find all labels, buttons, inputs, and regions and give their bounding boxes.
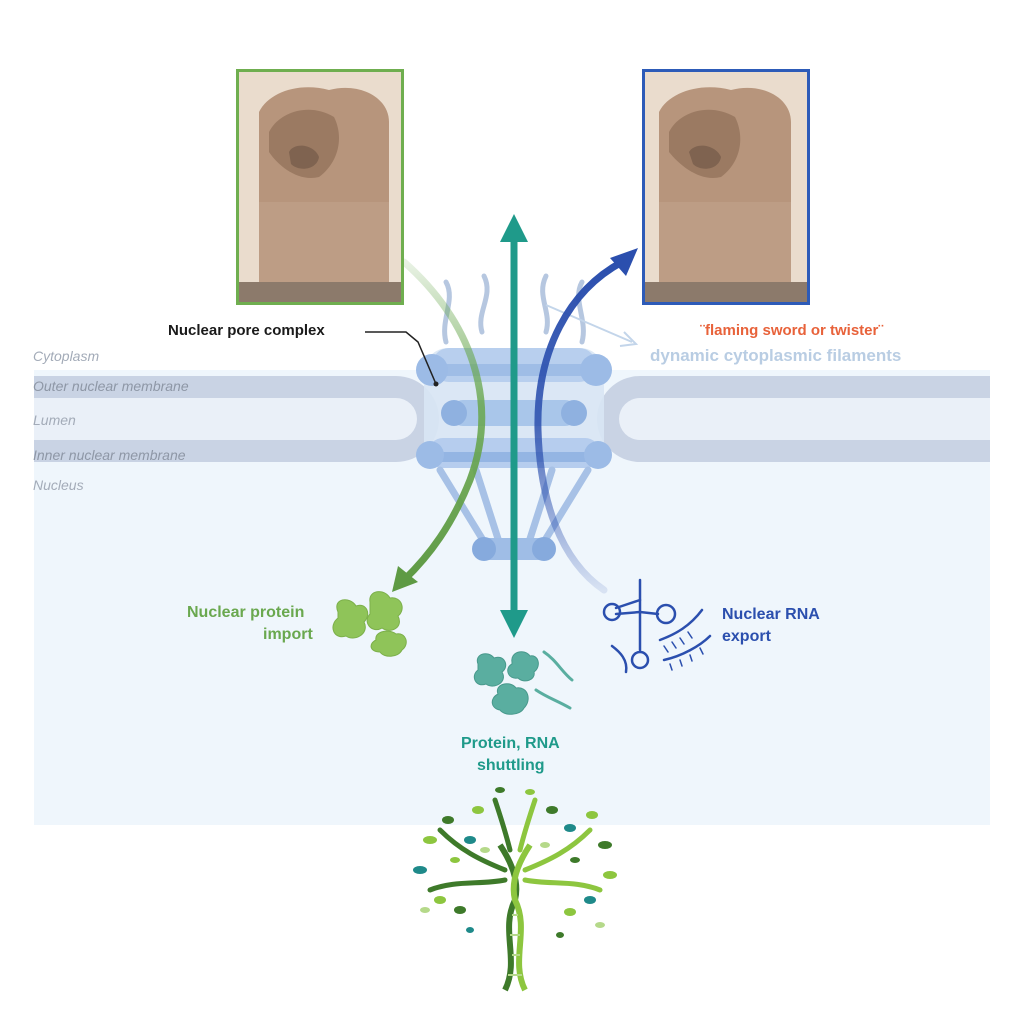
export-label-line2: export <box>722 628 771 645</box>
import-proteins-icon <box>332 591 407 657</box>
flaming-sword-label: ¨flaming sword or twister¨ <box>700 322 884 339</box>
lumen-label: Lumen <box>33 412 76 428</box>
export-arrow <box>534 248 638 594</box>
export-rna-icon <box>602 578 712 674</box>
cytoplasmic-filaments-label: dynamic cytoplasmic filaments <box>650 346 902 365</box>
left-membrane <box>34 376 439 462</box>
nuclear-pore-complex-label: Nuclear pore complex <box>168 322 325 339</box>
outer-membrane-label: Outer nuclear membrane <box>33 378 189 394</box>
right-membrane <box>597 376 990 462</box>
npc-callout-line <box>365 331 439 387</box>
sculpture-photo-right <box>642 69 810 305</box>
filaments-pointer <box>545 304 639 347</box>
sculpture-photo-left <box>236 69 404 305</box>
shuttling-arrow <box>500 214 528 638</box>
shuttling-label-line2: shuttling <box>477 757 545 774</box>
cytoplasm-label: Cytoplasm <box>33 348 100 364</box>
import-label-line1: Nuclear protein <box>187 604 305 621</box>
nucleus-label: Nucleus <box>33 477 84 493</box>
import-arrow <box>392 258 486 592</box>
dna-tree-logo <box>413 787 617 992</box>
import-label-line2: import <box>263 626 313 643</box>
shuttling-molecules-icon <box>473 650 574 715</box>
shuttling-label-line1: Protein, RNA <box>461 735 560 752</box>
inner-membrane-label: Inner nuclear membrane <box>33 447 186 463</box>
export-label-line1: Nuclear RNA <box>722 606 820 623</box>
